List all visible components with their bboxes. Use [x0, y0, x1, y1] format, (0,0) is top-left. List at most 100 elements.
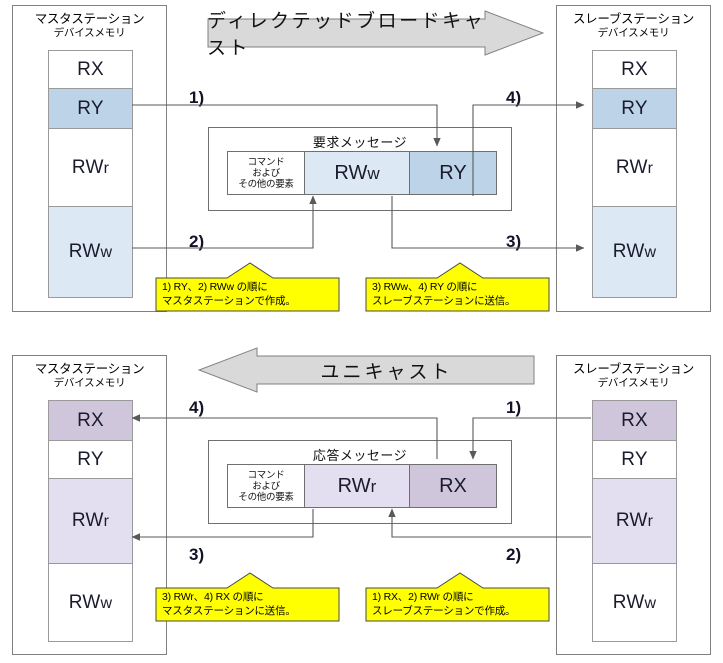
bottom-slave-station-title-line1: スレーブステーション — [572, 362, 694, 376]
bottom-step-label-4: 4) — [189, 398, 205, 417]
banner-unicast: ユニキャスト — [198, 347, 535, 393]
top-callout-master-create-line1: 1) RY、2) RWw の順に — [162, 281, 268, 293]
bottom-slave-station-title: スレーブステーション デバイスメモリ — [557, 362, 710, 390]
bottom-master-station-title: マスタステーション デバイスメモリ — [13, 362, 166, 390]
bottom-response-message-cmd-line1: コマンド — [247, 470, 285, 481]
top-callout-slave-send: 3) RWw、4) RY の順に スレーブステーションに送信。 — [365, 262, 550, 312]
top-slave-memory-column: RX RY RWr RWw — [592, 50, 677, 298]
bottom-slave-station-title-line2: デバイスメモリ — [597, 377, 670, 389]
bottom-master-station: マスタステーション デバイスメモリ RX RY RWr RWw — [12, 355, 167, 655]
bottom-master-cell-rww-label: RWw — [68, 591, 113, 613]
top-request-message-cmd-segment: コマンド および その他の要素 — [228, 152, 305, 194]
top-master-station-title: マスタステーション デバイスメモリ — [13, 12, 166, 40]
bottom-callout-master-send: 3) RWr、4) RX の順に マスタステーションに送信。 — [155, 572, 340, 622]
top-request-message-seg-ry-label: RY — [439, 161, 467, 184]
top-request-message-cmd-line2: および — [252, 168, 280, 179]
top-slave-cell-rww: RWw — [593, 207, 676, 297]
bottom-slave-cell-ry-label: RY — [621, 448, 648, 470]
top-slave-station: スレーブステーション デバイスメモリ RX RY RWr RWw — [556, 5, 711, 312]
bottom-slave-memory-column: RX RY RWr RWw — [592, 400, 677, 642]
top-request-message-seg-rww-label: RWw — [334, 161, 380, 184]
bottom-callout-master-send-text: 3) RWr、4) RX の順に マスタステーションに送信。 — [162, 590, 296, 618]
bottom-callout-slave-create: 1) RX、2) RWr の順に スレーブステーションで作成。 — [365, 572, 550, 622]
top-slave-station-title: スレーブステーション デバイスメモリ — [557, 12, 710, 40]
top-slave-cell-rww-label: RWw — [612, 241, 657, 262]
top-request-message-seg-ry: RY — [410, 152, 496, 194]
top-master-memory-column: RX RY RWr RWw — [48, 50, 133, 298]
bottom-response-message-seg-rx: RX — [410, 465, 496, 507]
top-callout-slave-send-text: 3) RWw、4) RY の順に スレーブステーションに送信。 — [372, 280, 516, 308]
top-slave-cell-ry: RY — [593, 89, 676, 129]
bottom-slave-cell-rwr: RWr — [593, 479, 676, 564]
bottom-response-message-row: コマンド および その他の要素 RWr RX — [227, 464, 497, 508]
bottom-slave-cell-rx: RX — [593, 401, 676, 441]
top-master-cell-rx: RX — [49, 51, 132, 89]
bottom-master-cell-rx: RX — [49, 401, 132, 441]
bottom-response-message-title: 応答メッセージ — [312, 448, 408, 463]
bottom-master-cell-rx-label: RX — [77, 409, 104, 431]
bottom-slave-cell-rwr-label: RWr — [615, 510, 654, 531]
top-request-message-seg-rww: RWw — [305, 152, 410, 194]
top-master-station-title-line1: マスタステーション — [34, 12, 145, 26]
bottom-slave-station: スレーブステーション デバイスメモリ RX RY RWr RWw — [556, 355, 711, 655]
bottom-response-message-panel: 応答メッセージ コマンド および その他の要素 RWr RX — [208, 440, 512, 524]
top-step-label-2: 2) — [189, 232, 205, 251]
bottom-response-message-cmd-line2: および — [252, 481, 280, 492]
top-step-label-4: 4) — [506, 88, 522, 107]
top-callout-slave-send-line1: 3) RWw、4) RY の順に — [372, 281, 478, 293]
bottom-response-message-seg-rwr-label: RWr — [337, 474, 377, 497]
bottom-step-label-3: 3) — [189, 545, 205, 564]
top-request-message-panel: 要求メッセージ コマンド および その他の要素 RWw RY — [208, 127, 512, 211]
bottom-callout-master-send-line2: マスタステーションに送信。 — [162, 605, 296, 617]
bottom-master-station-title-line1: マスタステーション — [34, 362, 145, 376]
bottom-response-message-seg-rx-label: RX — [439, 474, 467, 497]
bottom-slave-cell-rww-label: RWw — [612, 591, 657, 613]
top-request-message-cmd-line1: コマンド — [247, 157, 285, 168]
bottom-callout-slave-create-line2: スレーブステーションで作成。 — [372, 605, 516, 617]
bottom-master-cell-rwr: RWr — [49, 479, 132, 564]
bottom-master-memory-column: RX RY RWr RWw — [48, 400, 133, 642]
top-request-message-title: 要求メッセージ — [312, 135, 408, 150]
top-master-cell-rx-label: RX — [77, 58, 104, 80]
bottom-master-cell-ry-label: RY — [77, 448, 104, 470]
top-slave-cell-rx-label: RX — [621, 58, 648, 80]
top-slave-cell-rx: RX — [593, 51, 676, 89]
bottom-slave-cell-rx-label: RX — [621, 409, 648, 431]
top-request-message-row: コマンド および その他の要素 RWw RY — [227, 151, 497, 195]
bottom-callout-slave-create-text: 1) RX、2) RWr の順に スレーブステーションで作成。 — [372, 590, 516, 618]
top-master-cell-ry-label: RY — [77, 97, 104, 119]
bottom-response-message-cmd-segment: コマンド および その他の要素 — [228, 465, 305, 507]
bottom-callout-master-send-line1: 3) RWr、4) RX の順に — [162, 591, 264, 603]
top-master-station-title-line2: デバイスメモリ — [53, 27, 126, 39]
bottom-master-cell-rww: RWw — [49, 564, 132, 641]
top-slave-cell-rwr: RWr — [593, 129, 676, 207]
bottom-slave-cell-rww: RWw — [593, 564, 676, 641]
top-callout-master-create-text: 1) RY、2) RWw の順に マスタステーションで作成。 — [162, 280, 296, 308]
top-step-label-3: 3) — [506, 232, 522, 251]
top-request-message-cmd-line3: その他の要素 — [238, 179, 294, 190]
top-step-label-1: 1) — [189, 88, 205, 107]
bottom-master-cell-rwr-label: RWr — [71, 510, 110, 531]
top-master-cell-rww: RWw — [49, 207, 132, 297]
top-master-cell-rww-label: RWw — [68, 241, 113, 262]
bottom-slave-cell-ry: RY — [593, 441, 676, 479]
bottom-response-message-seg-rwr: RWr — [305, 465, 410, 507]
top-master-station: マスタステーション デバイスメモリ RX RY RWr RWw — [12, 5, 167, 312]
top-callout-master-create-line2: マスタステーションで作成。 — [162, 295, 296, 307]
top-slave-cell-rwr-label: RWr — [615, 156, 654, 178]
top-callout-master-create: 1) RY、2) RWw の順に マスタステーションで作成。 — [155, 262, 340, 312]
top-slave-station-title-line1: スレーブステーション — [572, 12, 694, 26]
top-slave-cell-ry-label: RY — [621, 97, 648, 119]
top-slave-station-title-line2: デバイスメモリ — [597, 27, 670, 39]
top-callout-slave-send-line2: スレーブステーションに送信。 — [372, 295, 516, 307]
top-master-cell-rwr: RWr — [49, 129, 132, 207]
bottom-step-label-1: 1) — [506, 398, 522, 417]
top-master-cell-ry: RY — [49, 89, 132, 129]
top-master-cell-rwr-label: RWr — [71, 156, 110, 178]
bottom-step-label-2: 2) — [506, 545, 522, 564]
bottom-response-message-cmd-line3: その他の要素 — [238, 492, 294, 503]
bottom-master-station-title-line2: デバイスメモリ — [53, 377, 126, 389]
bottom-master-cell-ry: RY — [49, 441, 132, 479]
banner-directed-broadcast: ディレクテッドブロードキャスト — [207, 10, 544, 59]
